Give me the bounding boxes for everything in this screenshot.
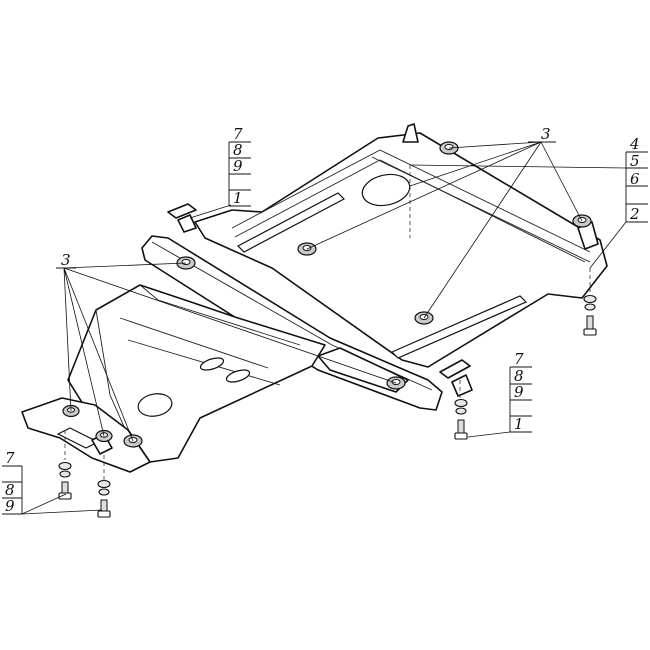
- callout-1: 1: [514, 415, 524, 433]
- callout-8: 8: [233, 141, 243, 159]
- nut-item: [95, 429, 113, 443]
- callout-7: 7: [233, 125, 243, 143]
- callout-stack-top-right: 4 5 6 2: [625, 135, 648, 223]
- fastener-set-middle: [454, 398, 468, 440]
- callout-nuts: 3 3: [56, 125, 556, 269]
- nuts: [62, 141, 592, 448]
- main-plate-brackets: [167, 123, 599, 397]
- fastener-set-left-a: [58, 461, 72, 500]
- callout-3-left: 3: [61, 251, 71, 269]
- main-skid-plate: [194, 132, 608, 368]
- front-skid-plate: [67, 284, 326, 463]
- callout-4: 4: [629, 135, 640, 153]
- nut-item: [572, 214, 592, 228]
- callout-1: 1: [233, 189, 243, 207]
- callout-3-top: 3: [541, 125, 551, 143]
- callout-7: 7: [5, 449, 15, 467]
- callout-7: 7: [514, 350, 524, 368]
- fastener-sets: [58, 294, 597, 518]
- callout-stack-mid-right: 7 8 9 1: [509, 350, 532, 433]
- callout-9: 9: [233, 157, 243, 175]
- callout-stack-bottom-left: 7 8 9: [2, 449, 23, 515]
- callout-8: 8: [514, 367, 524, 385]
- fastener-set-right: [583, 294, 597, 336]
- leader-lines: [21, 141, 627, 515]
- front-lower-flange: [21, 397, 151, 473]
- callout-6: 6: [630, 170, 640, 188]
- callout-8: 8: [5, 481, 15, 499]
- callout-stack-top-left: 7 8 9 1: [228, 125, 251, 207]
- callout-2: 2: [629, 205, 640, 223]
- callout-9: 9: [5, 497, 15, 515]
- fastener-set-left-b: [97, 479, 111, 518]
- callout-5: 5: [630, 152, 640, 170]
- callout-9: 9: [514, 383, 524, 401]
